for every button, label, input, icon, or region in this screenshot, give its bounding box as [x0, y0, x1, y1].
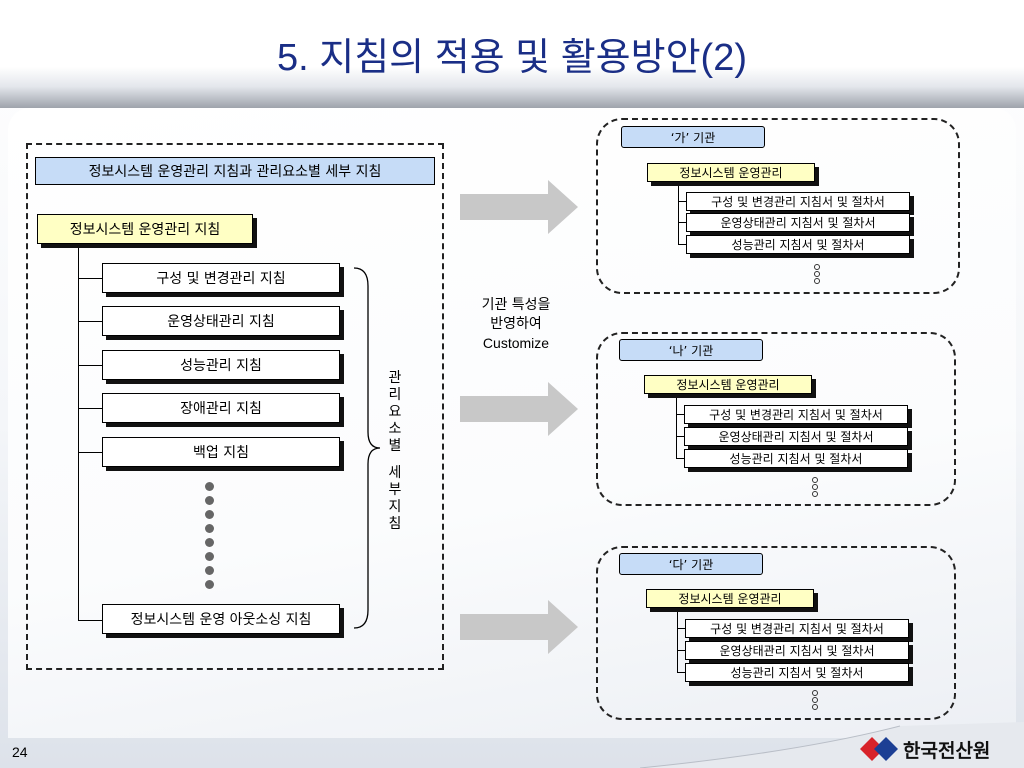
org-tree-branch: [677, 672, 685, 673]
org-doc-item: 성능관리 지침서 및 절차서: [686, 235, 910, 254]
ellipsis-dot: [812, 491, 818, 497]
ellipsis-dot: [205, 524, 214, 533]
right-arrow-icon: [460, 600, 578, 654]
org-doc-item: 운영상태관리 지침서 및 절차서: [684, 427, 908, 446]
tree-branch-line: [78, 408, 102, 409]
org-doc-item: 구성 및 변경관리 지침서 및 절차서: [686, 192, 910, 211]
guideline-item: 백업 지침: [102, 437, 340, 467]
org-tree-branch: [678, 244, 686, 245]
right-arrow-icon: [460, 180, 578, 234]
outsourcing-guideline-item: 정보시스템 운영 아웃소싱 지침: [102, 604, 340, 634]
ellipsis-dot: [814, 264, 820, 270]
tree-branch-line: [78, 321, 102, 322]
guideline-item: 운영상태관리 지침: [102, 306, 340, 336]
ellipsis-dot: [812, 697, 818, 703]
brace-label: 관 리 요 소 별 세 부 지 침: [388, 370, 402, 532]
footer-swoosh: [640, 722, 1024, 768]
org-doc-item: 운영상태관리 지침서 및 절차서: [685, 641, 909, 660]
org-tree-branch: [677, 628, 685, 629]
guideline-item: 구성 및 변경관리 지침: [102, 263, 340, 293]
guideline-item: 장애관리 지침: [102, 393, 340, 423]
org-root-box: 정보시스템 운영관리: [646, 589, 814, 608]
right-arrow-icon: [460, 382, 578, 436]
tree-branch-line: [78, 365, 102, 366]
ellipsis-dot: [814, 271, 820, 277]
curly-brace: [353, 267, 381, 629]
org-tree-branch: [676, 414, 684, 415]
ellipsis-dot: [205, 580, 214, 589]
org-doc-item: 구성 및 변경관리 지침서 및 절차서: [685, 619, 909, 638]
ellipsis-dot: [205, 496, 214, 505]
org-panel-b: [596, 332, 956, 506]
tree-branch-line: [78, 452, 102, 453]
org-name-tag: ‘나’ 기관: [619, 339, 763, 361]
tree-branch-line: [78, 620, 102, 621]
org-name-tag: ‘가’ 기관: [621, 126, 765, 148]
org-name-tag: ‘다’ 기관: [619, 553, 763, 575]
org-tree-branch: [678, 222, 686, 223]
org-tree-branch: [676, 458, 684, 459]
ellipsis-dot: [205, 538, 214, 547]
org-panel-c: [596, 546, 956, 720]
ellipsis-dot: [812, 704, 818, 710]
org-tree-branch: [678, 201, 686, 202]
tree-branch-line: [78, 278, 102, 279]
page-number: 24: [12, 744, 28, 760]
logo-wordmark: 한국전산원: [903, 740, 991, 762]
ellipsis-dot: [812, 477, 818, 483]
slide-header: 5. 지침의 적용 및 활용방안(2): [0, 0, 1024, 108]
customize-note: 기관 특성을 반영하여 Customize: [481, 297, 551, 351]
ellipsis-dot: [205, 510, 214, 519]
org-tree-branch: [676, 436, 684, 437]
org-panel-a: [596, 118, 960, 294]
ellipsis-dot: [205, 552, 214, 561]
org-doc-item: 성능관리 지침서 및 절차서: [684, 449, 908, 468]
org-tree-trunk: [677, 612, 678, 672]
org-tree-trunk: [678, 186, 679, 245]
ellipsis-dot: [205, 482, 214, 491]
org-tree-trunk: [676, 398, 677, 458]
org-tree-branch: [677, 650, 685, 651]
guideline-item: 성능관리 지침: [102, 350, 340, 380]
left-guideline-panel: [26, 143, 444, 670]
org-root-box: 정보시스템 운영관리: [647, 163, 815, 182]
ellipsis-dot: [205, 566, 214, 575]
org-doc-item: 구성 및 변경관리 지침서 및 절차서: [684, 405, 908, 424]
logo-icon: [860, 737, 898, 761]
slide-title: 5. 지침의 적용 및 활용방안(2): [277, 37, 747, 79]
ellipsis-dot: [814, 278, 820, 284]
org-doc-item: 운영상태관리 지침서 및 절차서: [686, 213, 910, 232]
left-panel-header: 정보시스템 운영관리 지침과 관리요소별 세부 지침: [35, 157, 435, 185]
org-root-box: 정보시스템 운영관리: [644, 375, 812, 394]
ellipsis-dot: [812, 690, 818, 696]
org-doc-item: 성능관리 지침서 및 절차서: [685, 663, 909, 682]
tree-trunk-line: [78, 248, 79, 620]
root-guideline-box: 정보시스템 운영관리 지침: [37, 214, 253, 244]
ellipsis-dot: [812, 484, 818, 490]
